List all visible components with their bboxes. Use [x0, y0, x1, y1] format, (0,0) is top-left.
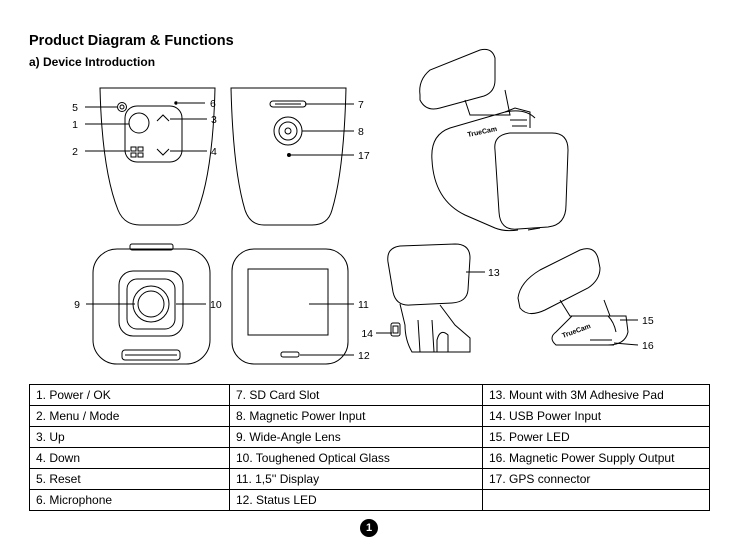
callout-1: 1	[72, 119, 78, 131]
callout-17: 17	[358, 150, 370, 162]
table-cell: 15. Power LED	[482, 426, 710, 448]
table-row: 3. Up 9. Wide-Angle Lens 15. Power LED	[29, 426, 710, 448]
mount-side-view	[517, 248, 629, 346]
table-cell: 12. Status LED	[229, 489, 483, 511]
functions-table: 1. Power / OK 7. SD Card Slot 13. Mount …	[29, 384, 710, 511]
callout-14: 14	[361, 328, 373, 340]
mount-brand-logo: TrueCam	[561, 323, 592, 340]
callout-16: 16	[642, 340, 654, 352]
callout-11: 11	[358, 299, 369, 311]
table-cell: 16. Magnetic Power Supply Output	[482, 447, 710, 469]
callout-4: 4	[211, 146, 217, 158]
callout-3: 3	[211, 114, 217, 126]
callout-10: 10	[210, 299, 222, 311]
device-back-view	[230, 87, 347, 226]
callout-6: 6	[210, 98, 216, 110]
table-row: 5. Reset 11. 1,5'' Display 17. GPS conne…	[29, 468, 710, 490]
table-cell: 11. 1,5'' Display	[229, 468, 483, 490]
callout-15: 15	[642, 315, 654, 327]
table-cell: 6. Microphone	[29, 489, 230, 511]
table-cell: 4. Down	[29, 447, 230, 469]
table-cell: 7. SD Card Slot	[229, 384, 483, 406]
table-cell: 17. GPS connector	[482, 468, 710, 490]
callout-9: 9	[74, 299, 80, 311]
section-title: a) Device Introduction	[29, 55, 156, 69]
table-row: 1. Power / OK 7. SD Card Slot 13. Mount …	[29, 384, 710, 406]
table-cell: 1. Power / OK	[29, 384, 230, 406]
table-cell: 14. USB Power Input	[482, 405, 710, 427]
mount-front-view	[387, 243, 471, 353]
table-cell: 13. Mount with 3M Adhesive Pad	[482, 384, 710, 406]
table-cell: 10. Toughened Optical Glass	[229, 447, 483, 469]
page-title: Product Diagram & Functions	[29, 33, 234, 49]
table-row: 6. Microphone 12. Status LED	[29, 489, 710, 511]
callout-7: 7	[358, 99, 364, 111]
table-cell: 3. Up	[29, 426, 230, 448]
table-cell: 9. Wide-Angle Lens	[229, 426, 483, 448]
callout-8: 8	[358, 126, 364, 138]
table-cell: 2. Menu / Mode	[29, 405, 230, 427]
callout-2: 2	[72, 146, 78, 158]
callout-13: 13	[488, 267, 500, 279]
table-cell: 5. Reset	[29, 468, 230, 490]
device-diagram: TrueCam TrueCam 5 1 2 6 3 4 7 8 17 9 10 …	[72, 48, 654, 365]
device-front-view	[99, 87, 216, 226]
table-row: 4. Down 10. Toughened Optical Glass 16. …	[29, 447, 710, 469]
table-cell	[482, 489, 710, 511]
table-cell: 8. Magnetic Power Input	[229, 405, 483, 427]
device-display-view	[231, 248, 349, 365]
device-perspective-view	[419, 48, 569, 232]
device-brand-logo: TrueCam	[467, 126, 498, 139]
callout-labels: 5 1 2 6 3 4 7 8 17 9 10 11 12 13 14 15 1…	[72, 98, 654, 362]
table-row: 2. Menu / Mode 8. Magnetic Power Input 1…	[29, 405, 710, 427]
page-number-badge: 1	[360, 519, 378, 537]
callout-leaders	[85, 102, 639, 356]
callout-12: 12	[358, 350, 370, 362]
callout-5: 5	[72, 102, 78, 114]
